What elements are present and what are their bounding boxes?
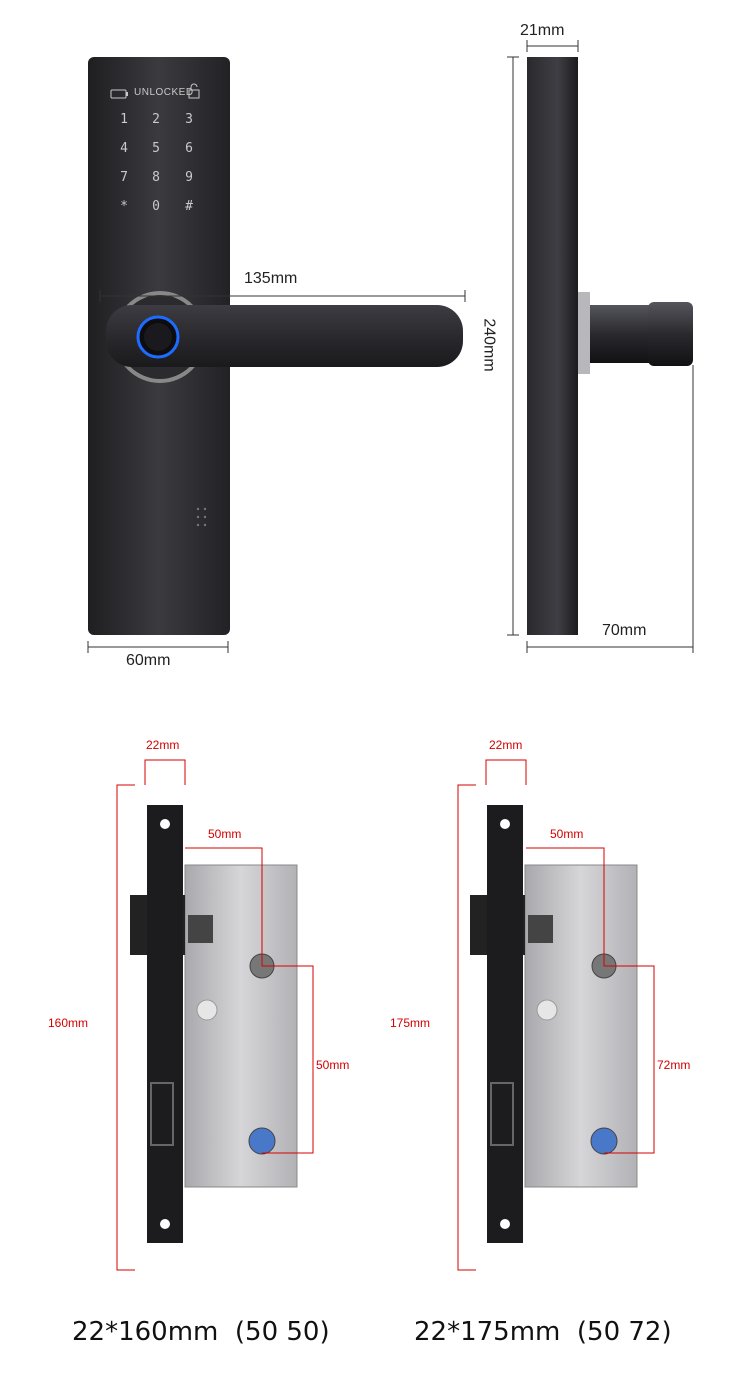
side-handle-shaft: [590, 305, 650, 363]
keypad-key: *: [120, 199, 128, 214]
keypad: 1 2 3 4 5 6 7 8 9 * 0 #: [120, 112, 193, 214]
dim-left-faceplate: 22mm: [146, 738, 180, 752]
keypad-key: 4: [120, 141, 128, 156]
mortise-right: [470, 805, 638, 1243]
keypad-key: 7: [120, 170, 128, 185]
keypad-key: 3: [185, 112, 193, 127]
keypad-key: 1: [120, 112, 128, 127]
dim-front-width: 60mm: [126, 652, 171, 669]
dim-handle-depth: 70mm: [602, 622, 647, 639]
keypad-key: 8: [152, 170, 160, 185]
status-label: UNLOCKED: [134, 87, 194, 98]
cylinder-hole-left: [248, 1127, 276, 1155]
caption-left: 22*160mm (50 50): [72, 1317, 330, 1347]
dim-right-faceplate: 22mm: [489, 738, 523, 752]
smart-lock-drawing: 1 2 3 4 5 6 7 8 9 * 0 #: [87, 40, 694, 653]
keypad-key: 0: [152, 199, 160, 214]
spindle-hole-top-right: [591, 953, 617, 979]
faceplate-right: [487, 805, 523, 1243]
padlock-icon: [188, 83, 200, 99]
side-handle-end: [648, 302, 693, 366]
mortise-left: [130, 805, 298, 1243]
keypad-key: 9: [185, 170, 193, 185]
keypad-key: 5: [152, 141, 160, 156]
dim-side-height: 240mm: [480, 318, 498, 372]
keypad-key: #: [185, 199, 193, 214]
keypad-key: 2: [152, 112, 160, 127]
dim-left-spacing: 50mm: [316, 1058, 350, 1072]
dim-handle-length: 135mm: [244, 270, 298, 287]
speaker-grille: [196, 507, 207, 527]
keypad-key: 6: [185, 141, 193, 156]
dim-left-height: 160mm: [48, 1016, 89, 1030]
dim-right-backset: 50mm: [550, 827, 584, 841]
cylinder-hole-right: [590, 1127, 618, 1155]
dim-left-backset: 50mm: [208, 827, 242, 841]
spindle-hole-top-left: [249, 953, 275, 979]
dim-right-height: 175mm: [390, 1016, 431, 1030]
lever-handle: [106, 305, 463, 367]
dim-side-depth: 21mm: [520, 22, 565, 39]
faceplate-left: [147, 805, 183, 1243]
side-panel: [527, 57, 578, 635]
caption-right: 22*175mm (50 72): [414, 1317, 672, 1347]
dim-right-spacing: 72mm: [657, 1058, 691, 1072]
